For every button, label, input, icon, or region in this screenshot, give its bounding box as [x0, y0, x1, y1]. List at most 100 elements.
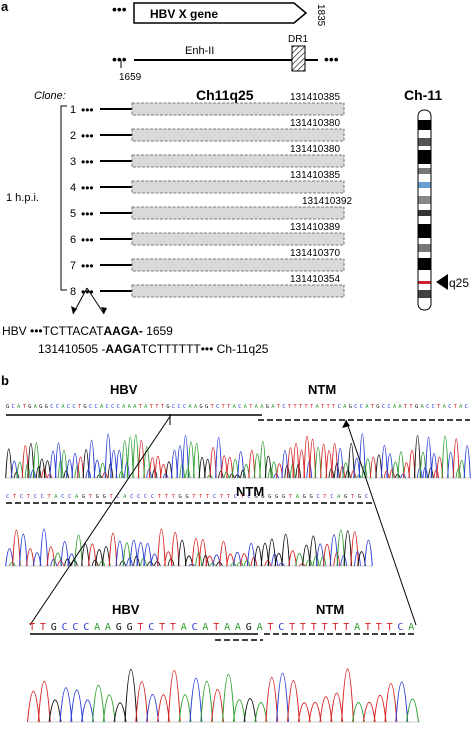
chromatogram-minor-peak: [273, 473, 279, 479]
chromatogram-peak: [177, 540, 187, 567]
chromatogram-peak: [198, 539, 208, 567]
enh-pos: 1659: [119, 72, 142, 83]
chromatogram-minor-peak: [146, 468, 152, 479]
chromatogram-peak: [380, 444, 388, 479]
zoom-base: A: [181, 622, 187, 633]
chromatogram-minor-peak: [57, 560, 65, 567]
chromatogram-peak: [288, 550, 297, 567]
chromatogram-minor-peak: [427, 467, 434, 479]
zoom-base: G: [246, 622, 252, 633]
chromatogram-minor-peak: [209, 562, 216, 567]
trace1-ntm-label: NTM: [308, 382, 336, 397]
chromatogram-minor-peak: [394, 473, 401, 479]
zoom-base: G: [51, 622, 57, 633]
zoom-base: C: [278, 622, 284, 633]
chromatogram-minor-peak: [312, 555, 320, 567]
clone-dots: •••: [81, 155, 94, 169]
chromatogram-peak: [406, 698, 419, 723]
chromatogram-minor-peak: [250, 556, 258, 567]
chromatogram-peak: [5, 548, 14, 567]
chromatogram-minor-peak: [139, 557, 147, 567]
chromatogram-peak: [297, 702, 311, 723]
clone-number: 1: [70, 104, 76, 116]
chromatogram-minor-peak: [416, 467, 423, 479]
chromatogram-minor-peak: [119, 560, 127, 567]
chromatogram-peak: [232, 699, 246, 723]
clone-row: 5•••131410392: [70, 196, 352, 221]
clone-coordinate: 131410389: [290, 222, 340, 233]
chromatogram-peak: [143, 446, 151, 479]
panel-b-label: b: [1, 373, 9, 388]
clone-coordinate: 131410385: [290, 170, 340, 181]
chromatogram-peak: [88, 440, 96, 479]
chromatogram-peak: [39, 528, 49, 567]
clone-bracket: [60, 105, 67, 291]
zoom-base: T: [137, 622, 143, 633]
chromatogram-peak: [71, 453, 79, 479]
chromatogram-peak: [369, 456, 377, 479]
clone-coordinate: 131410385: [290, 92, 340, 103]
chromatogram-minor-peak: [298, 563, 306, 567]
panel-a-label: a: [1, 0, 9, 14]
chromatogram-minor-peak: [13, 472, 20, 479]
chromatogram-peak: [352, 702, 365, 723]
chromatogram-minor-peak: [223, 471, 230, 479]
chromatogram-peak: [248, 449, 256, 479]
chromatogram-peak: [32, 442, 40, 479]
chromatogram-minor-peak: [91, 559, 99, 567]
clone-coordinate: 131410354: [290, 274, 340, 285]
zoom-base: A: [224, 622, 230, 633]
chromatogram-peak: [178, 694, 192, 723]
chromatogram-peak: [308, 701, 322, 723]
clone-number: 7: [70, 260, 76, 272]
genomic-segment: [131, 180, 345, 194]
chromatogram-minor-peak: [151, 469, 158, 479]
zoom-base: A: [94, 622, 100, 633]
chromatogram-peak: [358, 433, 366, 479]
chromatogram-peak: [243, 698, 257, 723]
clone-row: 3•••131410380: [70, 144, 345, 169]
chromatogram-minor-peak: [126, 557, 134, 567]
chromatogram-peak: [226, 553, 235, 567]
chromatogram-peak: [32, 552, 42, 567]
chromatogram-minor-peak: [264, 560, 272, 567]
chromatogram-minor-peak: [63, 558, 71, 567]
junction-line-2: 131410505 -AAGATCTTTTTT••• Ch-11q25: [38, 342, 269, 356]
chromosome-11: Ch-11 q25: [404, 87, 469, 311]
zoom-base: A: [202, 622, 208, 633]
genomic-segment: [131, 284, 345, 298]
chromatogram-minor-peak: [339, 465, 346, 479]
enh-label: Enh-II: [185, 45, 214, 57]
chromatogram-minor-peak: [133, 555, 141, 567]
chromatogram-peak: [187, 441, 195, 479]
chromatogram-peak: [315, 543, 325, 567]
zoom-base: T: [387, 622, 393, 633]
chromatogram-minor-peak: [118, 471, 125, 479]
chromatogram-minor-peak: [422, 467, 429, 479]
chromatogram-minor-peak: [217, 470, 224, 479]
chromatogram-peak: [397, 451, 405, 479]
clone-coordinate: 131410370: [290, 248, 340, 259]
chromatogram-peak: [102, 694, 116, 723]
chromatogram-peak: [425, 437, 433, 479]
zoom-base: C: [72, 622, 78, 633]
chromatogram-minor-peak: [50, 558, 58, 567]
clone-label: Clone:: [34, 90, 66, 102]
clone-dots: •••: [81, 233, 94, 247]
chromatogram-peak: [281, 533, 290, 567]
chromatogram-peak: [132, 434, 140, 479]
chromatogram-peak: [27, 442, 35, 479]
chromatogram-minor-peak: [295, 464, 302, 479]
genomic-segment: [131, 128, 345, 142]
chromatogram-minor-peak: [354, 550, 361, 567]
zoom-base: C: [62, 622, 68, 633]
svg-text:•••: •••: [112, 1, 127, 17]
x-gene-arrow: [133, 2, 308, 24]
chromatogram-peak: [77, 456, 85, 479]
chromatogram-peak: [88, 543, 97, 567]
x-gene-label: HBV X gene: [150, 7, 218, 21]
chromatogram-peak: [135, 681, 149, 723]
